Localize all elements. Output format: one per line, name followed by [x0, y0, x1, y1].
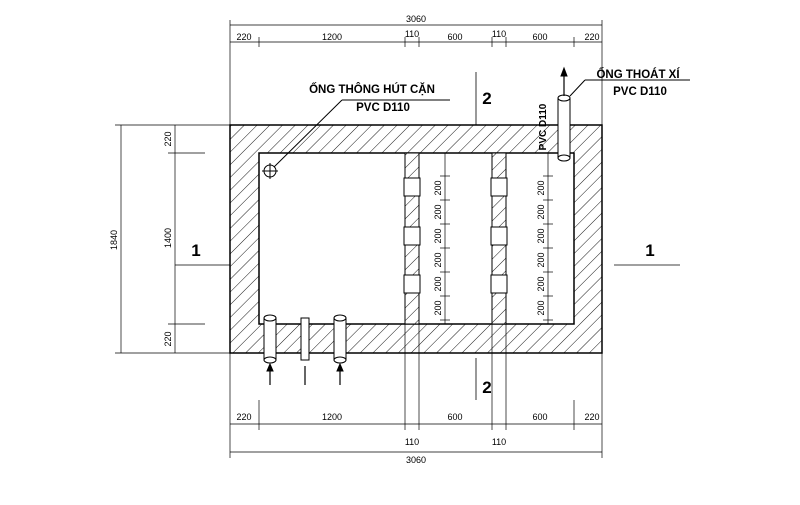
bottom-wall-dim-1: 110: [405, 437, 419, 447]
baffle-dim-label: 200: [536, 204, 546, 219]
baffle-dim-label: 200: [536, 180, 546, 195]
baffle-dim-label: 200: [433, 276, 443, 291]
left-dimension-lines: [115, 124, 230, 354]
top-dim-3: 110: [405, 29, 419, 39]
left-dim-1: 220: [163, 131, 173, 146]
top-dim-6: 600: [532, 32, 547, 42]
top-dim-1: 220: [236, 32, 251, 42]
bottom-dim-4: 600: [532, 412, 547, 422]
left-dim-3: 220: [163, 331, 173, 346]
bottom-dim-1: 220: [236, 412, 251, 422]
suction-pipe-label-line2: PVC D110: [356, 102, 410, 114]
baffle-openings: [403, 177, 508, 294]
baffle-dim-label: 200: [433, 252, 443, 267]
top-dim-5: 110: [492, 29, 506, 39]
baffle-dim-label: 200: [536, 276, 546, 291]
bottom-total-dim: 3060: [406, 455, 426, 465]
left-dim-2: 1400: [163, 228, 173, 248]
inner-dim-lines: [440, 152, 553, 324]
vertical-pipe-label: PVC D110: [538, 103, 549, 150]
bottom-dim-5: 220: [584, 412, 599, 422]
section-cut-lines: [175, 72, 680, 400]
top-dim-4: 600: [447, 32, 462, 42]
top-dim-7: 220: [584, 32, 599, 42]
suction-pipe-label-line1: ỐNG THÔNG HÚT CẶN: [309, 82, 435, 96]
baffle-dim-label: 200: [433, 180, 443, 195]
bottom-wall-dim-2: 110: [492, 437, 506, 447]
section-label-2-top: 2: [482, 89, 491, 108]
suction-pipe-symbol: [262, 99, 450, 179]
section-label-1-right: 1: [645, 241, 654, 260]
top-dimension-lines: [229, 20, 603, 125]
bottom-dimension-lines: [229, 324, 603, 458]
baffle-dim-label: 200: [433, 228, 443, 243]
baffle-dim-label: 200: [433, 204, 443, 219]
outlet-pipe: [557, 66, 690, 162]
baffle-dim-label: 200: [536, 300, 546, 315]
section-label-2-bottom: 2: [482, 378, 491, 397]
bottom-dim-2: 1200: [322, 412, 342, 422]
bottom-inlet-pipes: [263, 314, 347, 385]
section-label-1-left: 1: [191, 241, 200, 260]
outlet-pipe-label-line1: ỐNG THOÁT XÍ: [596, 67, 680, 81]
baffle-dim-label: 200: [536, 228, 546, 243]
left-total-dim: 1840: [109, 230, 119, 250]
top-total-dim: 3060: [406, 14, 426, 24]
bottom-dim-3: 600: [447, 412, 462, 422]
baffle-dim-label: 200: [536, 252, 546, 267]
top-dim-2: 1200: [322, 32, 342, 42]
outlet-pipe-label-line2: PVC D110: [613, 86, 667, 98]
baffle-dim-label: 200: [433, 300, 443, 315]
